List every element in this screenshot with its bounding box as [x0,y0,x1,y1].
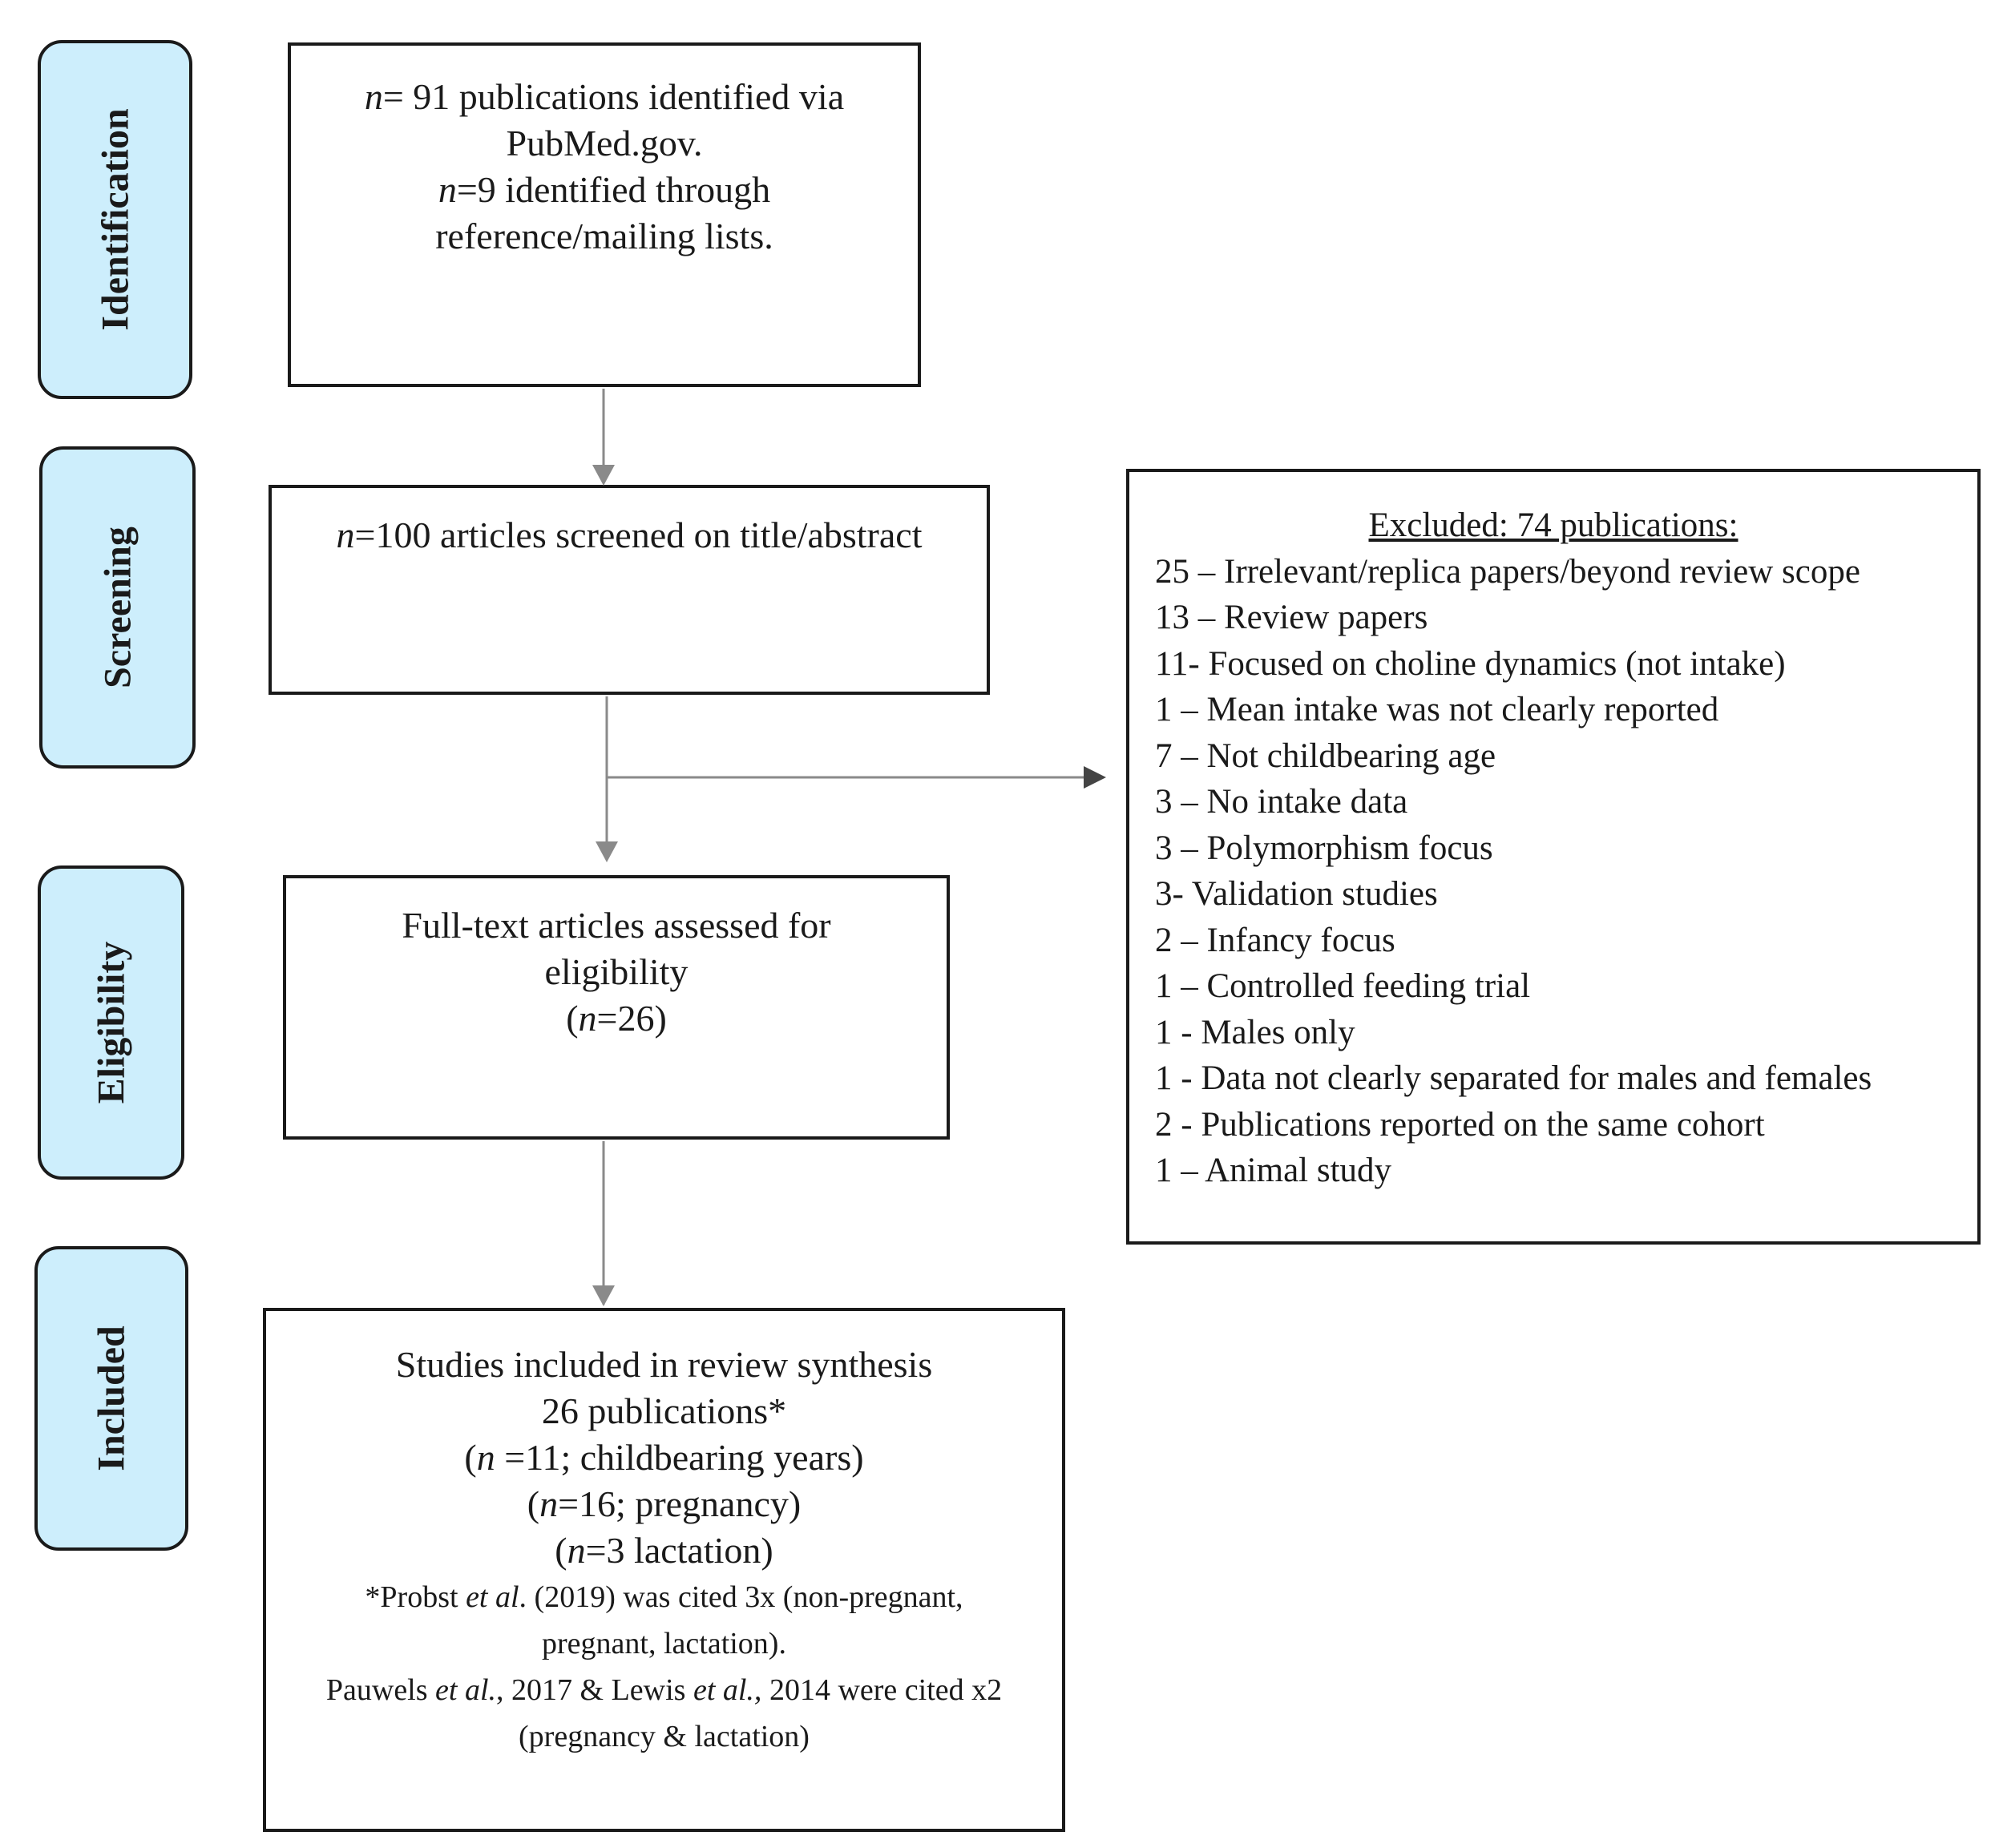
included-line-1: Studies included in review synthesis [395,1344,933,1385]
screening-line: n=100 articles screened on title/abstrac… [336,514,923,555]
eligibility-line-1: Full-text articles assessed for [402,905,831,946]
phase-identification: Identification [38,40,192,399]
eligibility-line-2: eligibility [544,951,689,992]
included-note-2: pregnant, lactation). [542,1627,786,1660]
included-line-5: (n=3 lactation) [555,1530,773,1571]
excluded-item: 1 – Controlled feeding trial [1155,967,1531,1005]
arrowhead-screening [592,465,615,486]
excluded-item: 25 – Irrelevant/replica papers/beyond re… [1155,552,1860,591]
excluded-title: Excluded: 74 publications: [1368,506,1738,544]
included-note-1: *Probst et al. (2019) was cited 3x (non-… [365,1580,963,1614]
excluded-item: 11- Focused on choline dynamics (not int… [1155,644,1786,683]
included-note-4: (pregnancy & lactation) [519,1720,810,1753]
excluded-item: 1 – Mean intake was not clearly reported [1155,691,1719,728]
excluded-item: 1 - Data not clearly separated for males… [1155,1059,1872,1097]
arrowhead-included [592,1285,615,1306]
excluded-item: 2 - Publications reported on the same co… [1155,1105,1765,1144]
excluded-item: 3 – Polymorphism focus [1155,829,1493,867]
excluded-item: 2 – Infancy focus [1155,921,1395,959]
excluded-item: 3- Validation studies [1155,875,1438,913]
included-line-4: (n=16; pregnancy) [527,1483,802,1524]
identification-line-2: PubMed.gov. [506,123,703,163]
eligibility-box: Full-text articles assessed for eligibil… [283,875,950,1140]
included-line-2: 26 publications* [541,1390,787,1431]
arrowhead-excluded [1084,766,1106,789]
included-note-3: Pauwels et al., 2017 & Lewis et al., 201… [325,1673,1003,1707]
excluded-item: 1 – Animal study [1155,1152,1392,1189]
screening-box: n=100 articles screened on title/abstrac… [269,485,990,695]
phase-included: Included [34,1246,188,1551]
phase-eligibility: Eligibility [38,865,184,1180]
identification-line-3: n=9 identified through [438,169,771,210]
arrowhead-eligibility [596,841,618,862]
identification-line-4: reference/mailing lists. [435,216,773,256]
included-box: Studies included in review synthesis 26 … [263,1308,1065,1832]
excluded-box: Excluded: 74 publications: 25 – Irreleva… [1126,469,1981,1245]
excluded-item: 1 - Males only [1155,1013,1355,1051]
excluded-item: 13 – Review papers [1155,599,1428,636]
eligibility-line-3: (n=26) [566,998,667,1039]
excluded-list: 25 – Irrelevant/replica papers/beyond re… [1155,549,1977,1194]
excluded-item: 3 – No intake data [1155,783,1408,821]
identification-line-1: n= 91 publications identified via [364,76,845,117]
identification-box: n= 91 publications identified via PubMed… [288,42,921,387]
excluded-item: 7 – Not childbearing age [1155,736,1496,775]
included-line-3: (n =11; childbearing years) [464,1437,864,1478]
phase-screening: Screening [39,446,196,769]
